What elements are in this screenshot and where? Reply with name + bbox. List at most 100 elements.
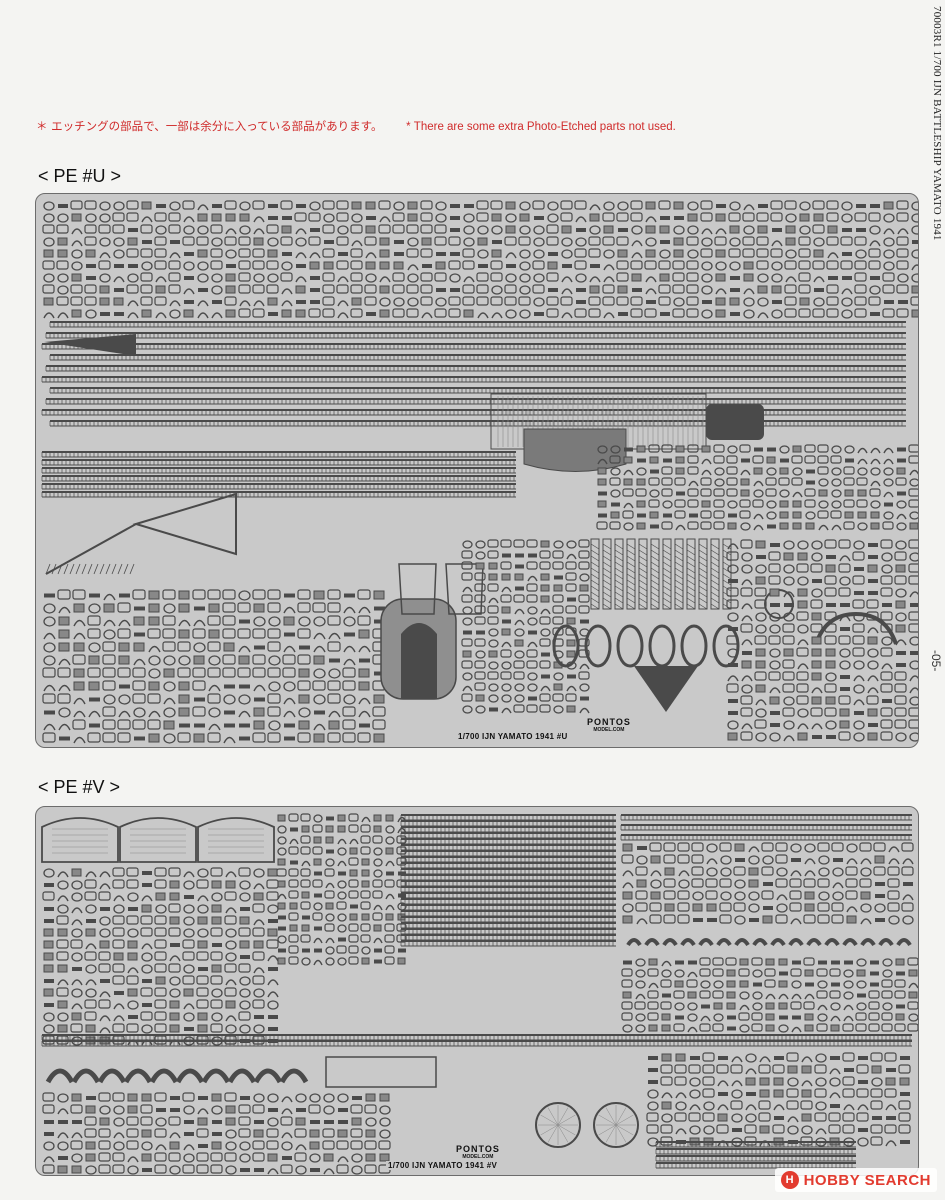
pe-part: [58, 684, 71, 692]
pe-part: [768, 563, 781, 573]
pe-part: [134, 736, 145, 741]
pe-part: [574, 200, 587, 210]
pe-part: [148, 681, 160, 691]
pe-part: [754, 719, 767, 729]
pe-part: [487, 583, 499, 592]
pe-part: [462, 705, 473, 714]
pe-part: [324, 890, 335, 899]
pe-part: [336, 901, 347, 910]
pe-part: [740, 469, 751, 476]
pe-part: [783, 564, 795, 574]
pe-part: [574, 308, 587, 318]
pe-part: [739, 510, 751, 519]
pe-part: [474, 638, 486, 647]
pe-part: [701, 228, 713, 235]
pe-part: [674, 561, 684, 568]
pe-part: [546, 224, 559, 234]
pe-part: [268, 216, 278, 220]
pe-part: [840, 675, 850, 679]
pe-part: [302, 948, 310, 953]
pe-part: [840, 603, 850, 607]
pe-part: [688, 480, 699, 487]
fret-u-label: 1/700 IJN YAMATO 1941 #U: [456, 732, 570, 741]
pe-part: [532, 260, 545, 270]
pe-part: [385, 847, 394, 855]
pe-part: [288, 890, 299, 899]
pe-part: [70, 200, 83, 210]
pe-part: [575, 237, 587, 247]
pe-part: [686, 549, 696, 556]
pe-part: [661, 466, 673, 475]
pe-part: [910, 603, 918, 607]
pe-part: [449, 273, 461, 283]
pe-part: [689, 513, 698, 518]
pe-part: [373, 937, 383, 944]
pe-part: [222, 602, 236, 613]
pe-part: [373, 904, 383, 911]
pe-part: [796, 563, 809, 573]
pe-part: [578, 594, 590, 603]
pe-part: [478, 264, 488, 268]
pe-part: [126, 212, 139, 222]
pe-part: [281, 309, 292, 318]
pe-part: [475, 540, 486, 549]
pe-part: [463, 225, 475, 235]
pe-part: [638, 561, 648, 568]
pe-part: [57, 312, 69, 319]
pe-part: [579, 683, 590, 692]
fret-v-parts: [41, 813, 918, 1175]
pe-part: [659, 225, 670, 234]
pe-part: [299, 645, 310, 650]
pe-part: [337, 838, 347, 845]
pe-part: [325, 902, 334, 910]
pe-part: [911, 249, 918, 259]
pe-part: [609, 521, 621, 530]
pe-part: [322, 248, 335, 258]
pe-part: [771, 285, 782, 294]
pe-part: [338, 252, 348, 256]
pe-part: [602, 555, 612, 562]
pe-part: [308, 308, 321, 318]
pe-part: [328, 668, 341, 679]
pe-part: [673, 297, 685, 307]
pe-part: [322, 308, 335, 318]
pe-part: [179, 723, 190, 728]
pe-part: [327, 680, 341, 691]
pe-part: [566, 705, 576, 713]
pe-part: [505, 273, 517, 283]
pe-part: [784, 603, 794, 607]
pe-part: [462, 260, 475, 270]
pe-part: [824, 539, 837, 549]
pe-part: [393, 261, 404, 270]
pe-part: [58, 204, 68, 208]
pe-part: [57, 213, 69, 223]
pe-part: [515, 564, 524, 569]
pe-part: [908, 707, 918, 717]
pe-part: [589, 285, 600, 294]
pe-part: [826, 284, 839, 294]
pe-part: [113, 297, 124, 306]
pe-part: [658, 260, 671, 270]
pe-part: [238, 694, 251, 705]
pe-part: [771, 240, 783, 247]
pe-part: [87, 615, 101, 626]
pe-part: [650, 597, 660, 604]
pe-part: [741, 579, 753, 586]
pe-part: [567, 597, 576, 602]
pe-part: [756, 212, 769, 222]
pe-part: [675, 456, 685, 464]
pe-part: [838, 563, 851, 573]
pe-part: [58, 629, 70, 639]
pe-part: [701, 458, 712, 465]
pe-part: [854, 260, 867, 270]
pe-part: [909, 636, 918, 646]
pe-part: [552, 627, 564, 636]
pe-part: [298, 720, 310, 730]
pe-part: [280, 236, 293, 246]
pe-part: [880, 683, 893, 693]
pe-part: [741, 723, 753, 730]
pe-part: [710, 543, 720, 550]
pe-part: [42, 732, 56, 743]
pe-part: [662, 597, 672, 604]
pe-part: [614, 573, 624, 580]
